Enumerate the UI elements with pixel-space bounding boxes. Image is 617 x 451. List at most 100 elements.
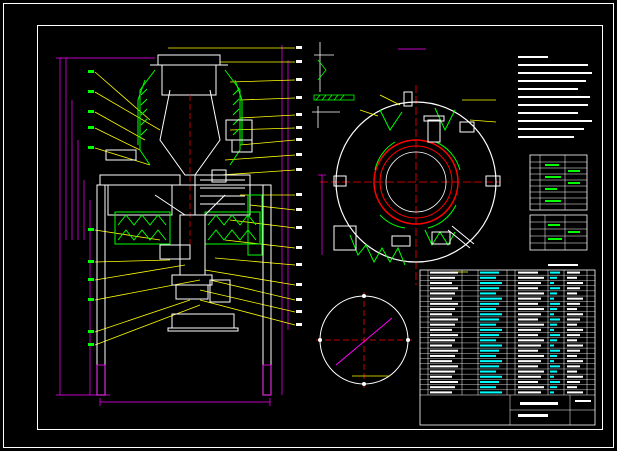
parts-list-cell-mark	[480, 386, 496, 389]
parts-list-cell-mark	[480, 349, 499, 352]
parts-list-cell-mark	[480, 282, 502, 285]
parts-list-cell-mark	[567, 370, 577, 373]
parts-list-cell-mark	[480, 370, 496, 373]
parts-list-cell-mark	[550, 302, 560, 305]
parts-list-cell-mark	[430, 313, 452, 316]
parts-list-cell-mark	[567, 339, 577, 342]
parts-list-cell-mark	[430, 297, 452, 300]
parts-list-cell-mark	[567, 375, 583, 378]
parts-list-cell-mark	[567, 302, 580, 305]
parts-list-cell-mark	[430, 302, 458, 305]
parts-list-cell-mark	[567, 287, 580, 290]
parts-list-cell-mark	[480, 313, 502, 316]
parts-list-cell-mark	[518, 297, 541, 300]
parts-list-cell-mark	[567, 323, 577, 326]
parts-list-cell-mark	[480, 297, 502, 300]
parts-list-cell-mark	[480, 276, 496, 279]
parts-list-cell-mark	[550, 297, 554, 300]
parts-list-cell-mark	[550, 386, 557, 389]
parts-list-cell-mark	[518, 318, 538, 321]
parts-list-cell-mark	[550, 323, 557, 326]
parts-list-cell-mark	[518, 323, 544, 326]
parts-list-cell-mark	[567, 318, 580, 321]
parts-list-cell-mark	[518, 292, 544, 295]
parts-list-cell-mark	[480, 302, 499, 305]
parts-list-cell-mark	[480, 344, 502, 347]
parts-list-cell-mark	[550, 282, 554, 285]
parts-list-cell-mark	[430, 391, 452, 394]
parts-list-cell-mark	[518, 334, 538, 337]
parts-list-cell-mark	[518, 354, 544, 357]
parts-list-table	[419, 269, 596, 426]
parts-list-cell-mark	[567, 360, 583, 363]
parts-list-cell-mark	[430, 308, 455, 311]
parts-list-cell-mark	[518, 308, 544, 311]
parts-list-cell-mark	[480, 292, 496, 295]
parts-list-cell-mark	[550, 375, 554, 378]
parts-list-cell-mark	[480, 271, 499, 274]
parts-list-cell-mark	[430, 354, 455, 357]
parts-list-cell-mark	[567, 313, 583, 316]
parts-list-cell-mark	[518, 302, 538, 305]
parts-list-cell-mark	[518, 339, 544, 342]
detail-view-small	[312, 42, 426, 128]
parts-list-cell-mark	[550, 328, 554, 331]
parts-list-cell-mark	[550, 271, 560, 274]
parts-list-cell-mark	[518, 282, 541, 285]
parts-list-cell-mark	[518, 287, 538, 290]
parts-list-cell-mark	[518, 375, 541, 378]
parts-list-cell-mark	[518, 328, 541, 331]
parts-list-cell-mark	[550, 318, 560, 321]
parts-list-cell-mark	[430, 287, 458, 290]
parts-list-cell-mark	[518, 349, 538, 352]
parts-list-cell-mark	[567, 334, 580, 337]
parts-list-cell-mark	[567, 276, 577, 279]
technical-notes	[518, 56, 592, 138]
inner-frame	[37, 25, 603, 430]
parts-list-cell-mark	[550, 276, 557, 279]
parts-list-cell-mark	[550, 308, 557, 311]
parts-list-cell-mark	[518, 360, 541, 363]
parts-list-cell-mark	[550, 287, 560, 290]
parts-list-cell-mark	[430, 271, 458, 274]
parts-list-cell-mark	[518, 276, 544, 279]
parts-list-cell-mark	[480, 308, 496, 311]
parts-list-cell-mark	[430, 375, 452, 378]
parts-list-cell-mark	[480, 339, 496, 342]
parts-list-cell-mark	[550, 334, 560, 337]
parts-list-cell-mark	[480, 354, 496, 357]
parts-list-cell-mark	[567, 292, 577, 295]
parts-list-cell-mark	[518, 380, 538, 383]
parts-list-cell-mark	[430, 276, 455, 279]
parts-list-cell-mark	[480, 375, 502, 378]
parts-list-cell-mark	[518, 271, 538, 274]
parts-list-cell-mark	[567, 328, 583, 331]
parts-list-cell-mark	[430, 339, 455, 342]
parts-list-cell-mark	[430, 365, 458, 368]
nozzle-table	[529, 154, 588, 266]
parts-list-cell-mark	[480, 323, 496, 326]
parts-list-cell-mark	[550, 313, 554, 316]
parts-list-cell-mark	[430, 370, 455, 373]
parts-list-cell-mark	[550, 370, 557, 373]
parts-list-cell-mark	[430, 386, 455, 389]
parts-list-cell-mark	[430, 380, 458, 383]
plan-view	[318, 85, 501, 285]
parts-list-cell-mark	[567, 308, 577, 311]
parts-list-cell-mark	[430, 318, 458, 321]
parts-list-cell-mark	[480, 360, 502, 363]
parts-list-cell-mark	[567, 380, 580, 383]
parts-list-cell-mark	[480, 334, 499, 337]
parts-list-cell-mark	[518, 344, 541, 347]
parts-list-cell-mark	[430, 323, 455, 326]
parts-list-cell-mark	[550, 360, 554, 363]
parts-list-cell-mark	[518, 391, 541, 394]
parts-list-cell-mark	[480, 328, 502, 331]
parts-list-cell-mark	[430, 292, 455, 295]
parts-list-cell-mark	[550, 391, 554, 394]
parts-list-cell-mark	[567, 365, 580, 368]
parts-list-cell-mark	[518, 370, 544, 373]
parts-list-cell-mark	[480, 391, 502, 394]
parts-list-cell-mark	[480, 287, 499, 290]
